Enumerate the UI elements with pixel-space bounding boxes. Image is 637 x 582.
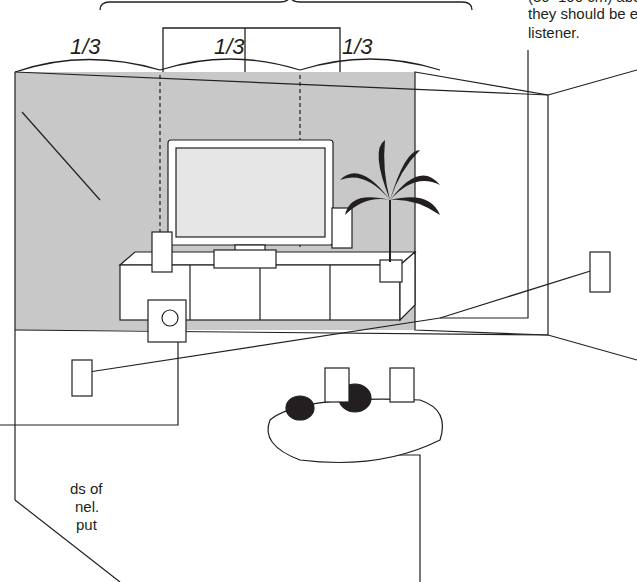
note-text: put	[76, 516, 97, 534]
note-text: ds of	[70, 480, 103, 498]
fraction-label: 1/3	[214, 38, 245, 56]
fraction-label: 1/3	[70, 38, 101, 56]
note-text: they should be equally s	[528, 5, 637, 23]
note-text: listener.	[528, 24, 580, 42]
fraction-label: 1/3	[342, 38, 373, 56]
note-text: nel.	[75, 498, 99, 516]
